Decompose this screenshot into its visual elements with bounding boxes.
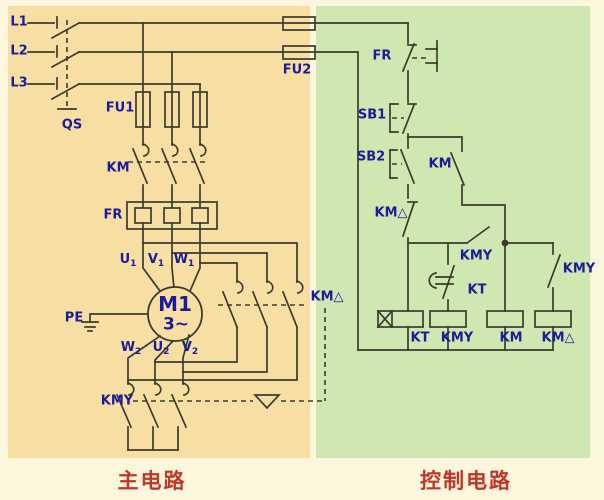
motor-bottom-wires <box>127 333 191 385</box>
motor-terminal-u1: U1 <box>119 252 137 269</box>
main-circuit-panel <box>8 6 310 458</box>
label-km-latch: KM <box>428 156 452 172</box>
label-fu2: FU2 <box>282 62 312 78</box>
label-sb2: SB2 <box>356 149 386 165</box>
motor-name: M1 <box>158 292 192 316</box>
label-kmy-right: KMY <box>562 261 596 277</box>
label-km-delta-main: KM△ <box>310 289 344 305</box>
label-fu1: FU1 <box>105 100 135 116</box>
label-sb1: SB1 <box>357 107 387 123</box>
label-coil-kmy: KMY <box>440 330 474 346</box>
label-kt-contact: KT <box>467 282 487 298</box>
label-fr-contact: FR <box>372 48 392 64</box>
coil-kt <box>376 309 424 351</box>
kmy-no-contact-right <box>546 242 562 312</box>
ground-symbol <box>81 313 149 332</box>
fr-nc-contact <box>401 40 438 103</box>
label-qs: QS <box>61 117 83 133</box>
km-delta-nc-contact <box>401 201 418 312</box>
coil-kmy <box>429 310 467 351</box>
km-main-contacts <box>128 142 207 209</box>
label-pe: PE <box>64 310 84 326</box>
control-left-rail <box>357 22 554 351</box>
delta-symbol-triangle <box>253 394 281 410</box>
coil-km-delta <box>534 310 572 351</box>
supply-lines <box>27 16 409 101</box>
label-fr-main: FR <box>103 207 123 223</box>
fu1-fuse-symbols <box>135 91 208 128</box>
motor-terminal-v1: V1 <box>147 252 165 269</box>
label-coil-km-delta: KM△ <box>541 330 575 346</box>
motor-terminal-w1: W1 <box>173 252 195 269</box>
phase-drop-wires <box>142 22 201 146</box>
coil-km <box>486 242 524 351</box>
label-coil-km: KM <box>499 330 523 346</box>
kmy-no-contact <box>407 225 554 245</box>
label-km-main: KM <box>106 160 130 176</box>
label-l3: L3 <box>10 75 28 91</box>
main-circuit-title: 主电路 <box>117 469 187 493</box>
label-kmy-contact: KMY <box>459 248 493 264</box>
motor-feed-wires <box>142 222 298 293</box>
label-km-delta-nc: KM△ <box>374 205 408 221</box>
fr-heater-box <box>126 201 218 230</box>
fu2-fuse-symbols <box>282 16 316 60</box>
label-kmy-main: KMY <box>100 393 134 409</box>
label-l2: L2 <box>10 43 28 59</box>
kt-delay-contact <box>428 242 456 312</box>
motor-terminal-u2: U2 <box>152 340 170 357</box>
control-circuit-title: 控制电路 <box>420 469 512 493</box>
qs-switch-symbol <box>57 20 77 110</box>
control-circuit-panel <box>316 6 590 458</box>
star-contacts <box>115 381 325 451</box>
motor-terminal-w2: W2 <box>120 340 142 357</box>
km-latch-contact <box>407 136 506 241</box>
sb2-no-button <box>389 136 416 199</box>
sb1-nc-button <box>389 103 417 138</box>
label-l1: L1 <box>10 14 28 30</box>
label-coil-kt: KT <box>410 330 430 346</box>
motor-phase: 3~ <box>162 314 190 335</box>
motor-terminal-v2: V2 <box>181 340 199 357</box>
